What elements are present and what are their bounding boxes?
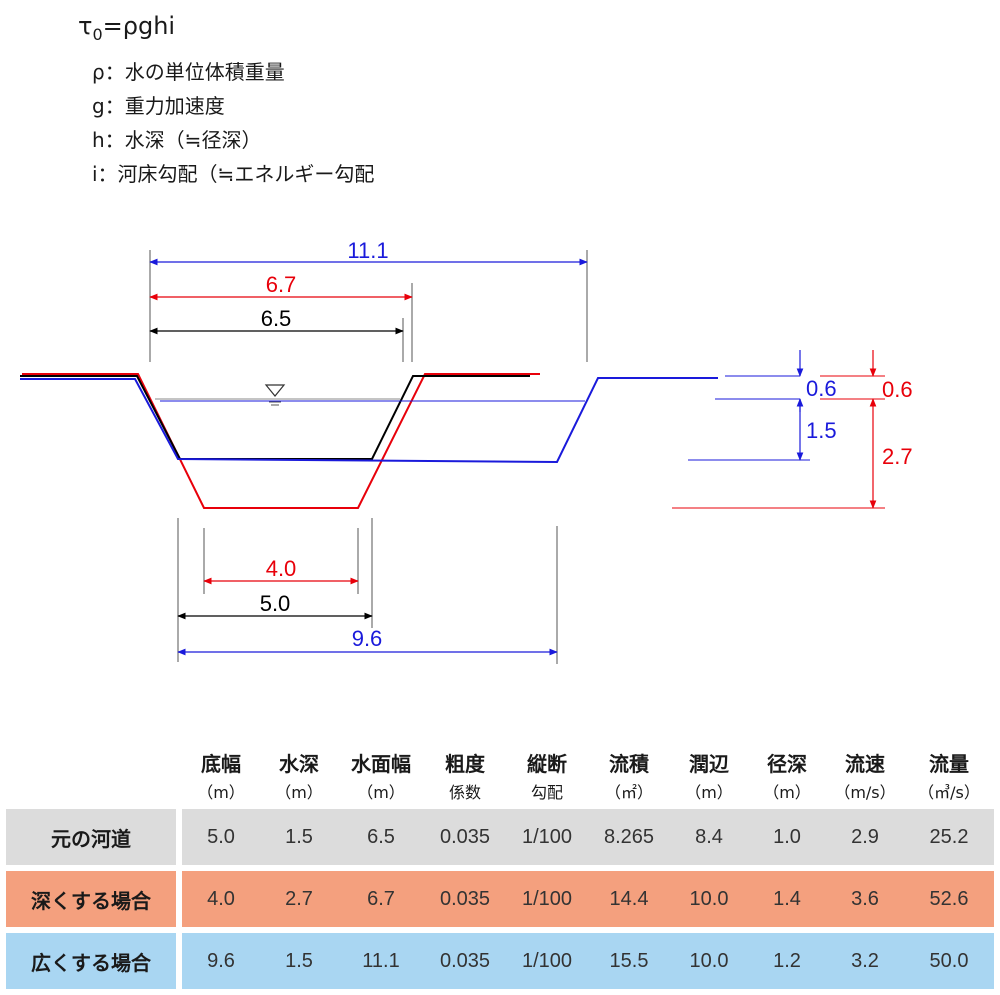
- cell-wetted-perimeter: 10.0: [670, 871, 748, 927]
- cell-wetted-perimeter: 8.4: [670, 809, 748, 865]
- row-label: 深くする場合: [6, 871, 176, 927]
- cell-wetted-perimeter: 10.0: [670, 933, 748, 989]
- cell-velocity: 3.6: [826, 871, 904, 927]
- cell-surface-width: 11.1: [338, 933, 424, 989]
- header-slope: 縦断勾配: [527, 752, 567, 802]
- dim-label-red-depth: 2.7: [882, 444, 913, 469]
- header-bottom-width: 底幅（m）: [197, 752, 245, 802]
- cell-flow-area: 15.5: [588, 933, 670, 989]
- legend-g: g：重力加速度: [92, 94, 225, 118]
- header-depth: 水深（m）: [275, 752, 323, 802]
- cell-depth: 2.7: [260, 871, 338, 927]
- cell-roughness: 0.035: [424, 933, 506, 989]
- header-roughness: 粗度係数: [445, 752, 485, 802]
- legend-h: h：水深（≒径深）: [92, 128, 262, 152]
- table-row-original: 元の河道 5.0 1.5 6.5 0.035 1/100 8.265 8.4 1…: [6, 809, 994, 865]
- cell-hydraulic-radius: 1.4: [748, 871, 826, 927]
- cell-discharge: 50.0: [904, 933, 994, 989]
- cell-bottom-width: 9.6: [182, 933, 260, 989]
- row-label: 広くする場合: [6, 933, 176, 989]
- cell-hydraulic-radius: 1.0: [748, 809, 826, 865]
- table-row-deepen: 深くする場合 4.0 2.7 6.7 0.035 1/100 14.4 10.0…: [6, 871, 994, 927]
- dim-label-blue-freeboard: 0.6: [806, 376, 837, 401]
- results-table: 底幅（m） 水深（m） 水面幅（m） 粗度係数 縦断勾配 流積（㎡） 潤辺（m）…: [6, 742, 994, 995]
- row-label: 元の河道: [6, 809, 176, 865]
- cell-depth: 1.5: [260, 809, 338, 865]
- header-hydraulic-radius: 径深（m）: [763, 752, 811, 802]
- dim-label-original-top: 6.5: [261, 306, 292, 331]
- header-velocity: 流速（m/s）: [834, 752, 896, 802]
- header-discharge: 流量（㎥/s）: [918, 752, 980, 802]
- cell-flow-area: 8.265: [588, 809, 670, 865]
- cell-surface-width: 6.5: [338, 809, 424, 865]
- formula-tau: τ: [78, 12, 93, 40]
- cell-discharge: 52.6: [904, 871, 994, 927]
- dim-label-deep-top: 6.7: [266, 272, 297, 297]
- formula-subscript: 0: [92, 24, 103, 44]
- legend-i: i：河床勾配（≒エネルギー勾配: [92, 162, 375, 186]
- cell-slope: 1/100: [506, 871, 588, 927]
- cell-surface-width: 6.7: [338, 871, 424, 927]
- header-wetted-perimeter: 潤辺（m）: [685, 752, 733, 802]
- cell-slope: 1/100: [506, 933, 588, 989]
- table-header-row: 底幅（m） 水深（m） 水面幅（m） 粗度係数 縦断勾配 流積（㎡） 潤辺（m）…: [6, 748, 994, 803]
- formula: τ0=ρghi: [78, 12, 175, 44]
- dim-label-deep-bottom: 4.0: [266, 556, 297, 581]
- dim-label-wide-bottom: 9.6: [352, 626, 383, 651]
- formula-rhs: =ρghi: [102, 12, 176, 40]
- cell-roughness: 0.035: [424, 871, 506, 927]
- dim-label-blue-depth: 1.5: [806, 418, 837, 443]
- cell-velocity: 3.2: [826, 933, 904, 989]
- header-surface-width: 水面幅（m）: [351, 752, 411, 802]
- table-row-widen: 広くする場合 9.6 1.5 11.1 0.035 1/100 15.5 10.…: [6, 933, 994, 989]
- cell-depth: 1.5: [260, 933, 338, 989]
- header-flow-area: 流積（㎡）: [604, 752, 653, 802]
- cell-flow-area: 14.4: [588, 871, 670, 927]
- profile-original: [20, 375, 530, 460]
- dim-label-original-bottom: 5.0: [260, 591, 291, 616]
- profile-deep: [22, 373, 540, 509]
- dim-label-red-freeboard: 0.6: [882, 377, 913, 402]
- dim-label-wide-top: 11.1: [347, 238, 388, 263]
- channel-cross-section: 11.1 6.7 6.5 4.0 5.0 9.6 0.6 1.5 0.6 2.7: [20, 238, 913, 664]
- water-level-icon: [264, 384, 286, 406]
- cell-discharge: 25.2: [904, 809, 994, 865]
- legend-rho: ρ：水の単位体積重量: [92, 60, 285, 84]
- formula-legend: ρ：水の単位体積重量 g：重力加速度 h：水深（≒径深） i：河床勾配（≒エネル…: [92, 55, 374, 191]
- cell-bottom-width: 4.0: [182, 871, 260, 927]
- cell-roughness: 0.035: [424, 809, 506, 865]
- cell-slope: 1/100: [506, 809, 588, 865]
- cell-bottom-width: 5.0: [182, 809, 260, 865]
- profile-wide: [20, 377, 718, 464]
- cell-hydraulic-radius: 1.2: [748, 933, 826, 989]
- cell-velocity: 2.9: [826, 809, 904, 865]
